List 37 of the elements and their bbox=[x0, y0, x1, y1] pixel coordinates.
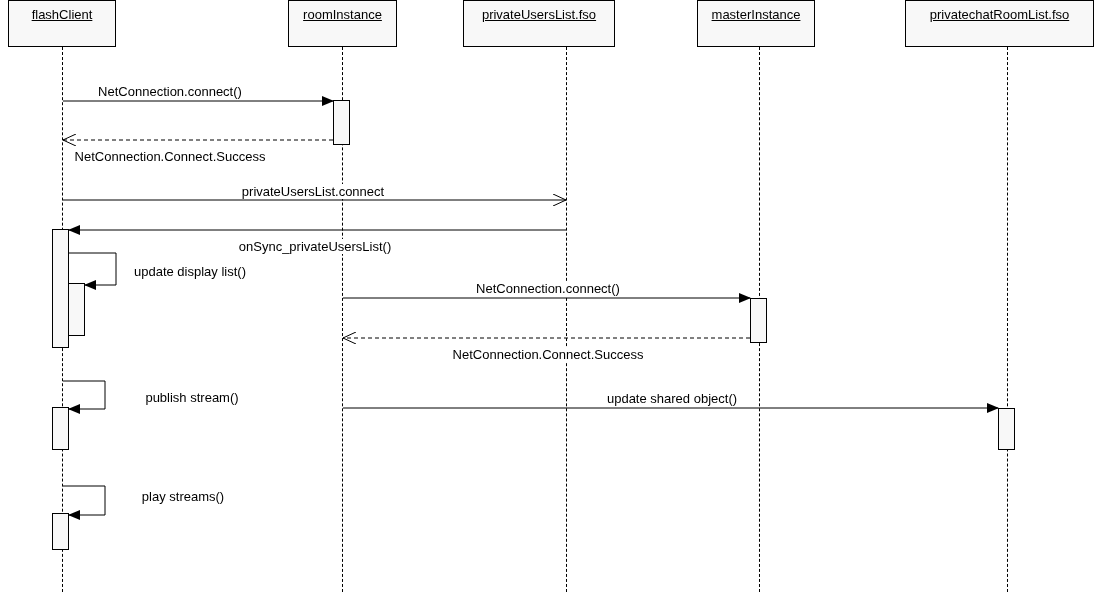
message-arrow bbox=[68, 225, 567, 235]
message-arrow bbox=[342, 403, 999, 413]
participant-name: masterInstance bbox=[711, 7, 801, 22]
participant-name: privatechatRoomList.fso bbox=[929, 7, 1070, 22]
message-arrow bbox=[62, 380, 106, 414]
participant-box bbox=[905, 0, 1094, 47]
message-arrow bbox=[62, 193, 567, 207]
message-arrow bbox=[62, 96, 334, 106]
activation-bar bbox=[750, 298, 767, 343]
participant-name: privateUsersList.fso bbox=[481, 7, 597, 22]
participant-name: roomInstance bbox=[303, 7, 382, 22]
activation-bar bbox=[333, 100, 350, 145]
message-arrow bbox=[62, 133, 334, 147]
activation-bar bbox=[998, 408, 1015, 450]
edge-label: NetConnection.connect() bbox=[97, 84, 243, 99]
edge-label: privateUsersList.connect bbox=[240, 184, 386, 199]
edge-label: NetConnection.connect() bbox=[475, 281, 621, 296]
participant-box bbox=[8, 0, 116, 47]
activation-bar bbox=[68, 283, 85, 336]
edge-label: update display list() bbox=[133, 264, 247, 279]
edge-label: onSync_privateUsersList() bbox=[237, 239, 393, 254]
edge-label: NetConnection.Connect.Success bbox=[73, 149, 267, 164]
participant-box bbox=[288, 0, 397, 47]
message-arrow bbox=[68, 252, 117, 290]
message-arrow bbox=[62, 485, 106, 520]
participant-box bbox=[697, 0, 815, 47]
edge-label: play streams() bbox=[140, 489, 226, 504]
message-arrow bbox=[342, 331, 751, 345]
participant-name: flashClient bbox=[31, 7, 93, 22]
participant-box bbox=[463, 0, 615, 47]
edge-label: publish stream() bbox=[144, 390, 240, 405]
activation-bar bbox=[52, 513, 69, 550]
message-arrow bbox=[342, 293, 751, 303]
activation-bar bbox=[52, 407, 69, 450]
edge-label: NetConnection.Connect.Success bbox=[451, 347, 645, 362]
activation-bar bbox=[52, 229, 69, 348]
edge-label: update shared object() bbox=[605, 391, 739, 406]
